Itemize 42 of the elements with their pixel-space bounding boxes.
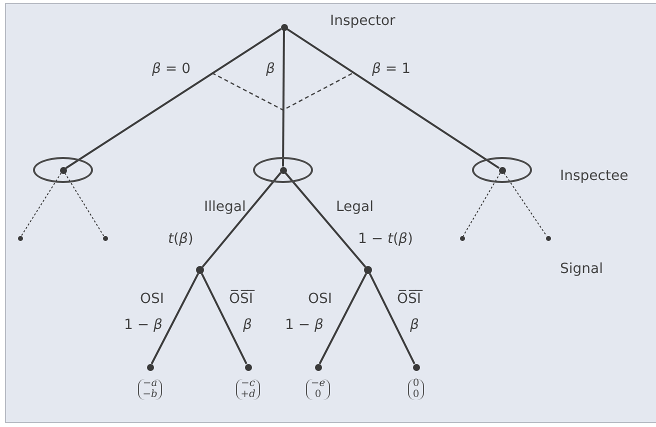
probability-label: Signal — [560, 262, 604, 278]
edge-label: Illegal — [204, 200, 246, 216]
player-label: Inspectee — [560, 169, 628, 184]
information-set-ellipse — [33, 157, 93, 183]
payoff-vector: −e 0 — [306, 379, 330, 400]
probability-label: β — [410, 318, 419, 334]
edge-label: β = 0 — [152, 62, 190, 78]
branch-line — [65, 28, 282, 169]
edge-label: β — [266, 62, 275, 78]
payoff-vector: 0 0 — [408, 379, 424, 400]
dotted-branch-line — [462, 172, 501, 236]
decision-node-dot — [102, 236, 108, 240]
branch-line — [282, 30, 285, 166]
branch-line — [200, 273, 248, 364]
edge-label: OSI — [308, 292, 332, 308]
decision-node-dot — [460, 236, 464, 240]
probability-label: 1 − β — [124, 318, 162, 334]
branch-line — [368, 273, 416, 364]
decision-node-dot — [546, 236, 550, 240]
dotted-branch-line — [503, 172, 548, 236]
branch-line — [318, 273, 368, 364]
dotted-branch-line — [20, 172, 62, 236]
edge-label: β = 1 — [372, 62, 410, 78]
probability-label: 1 − β — [285, 318, 324, 334]
edge-label: Legal — [336, 200, 374, 216]
edge-label: OSI — [140, 292, 164, 308]
branch-line — [202, 172, 282, 268]
branch-line — [284, 172, 366, 268]
edge-label: O̅S̅I̅ — [229, 292, 254, 308]
payoff-vector: −a −b — [138, 379, 162, 400]
information-set-ellipse — [472, 157, 532, 183]
dotted-branch-line — [64, 172, 104, 236]
decision-node-dot — [18, 236, 22, 240]
payoff-vector: −c +d — [236, 379, 260, 400]
probability-label: β — [243, 318, 252, 334]
information-set-ellipse — [253, 157, 313, 183]
player-label: Inspector — [330, 14, 396, 30]
branch-line — [286, 28, 500, 169]
branch-line — [150, 273, 200, 364]
probability-label: t(β) — [168, 232, 194, 248]
probability-label: 1 − t(β) — [358, 232, 413, 248]
edge-label: O̅S̅I̅ — [397, 292, 422, 308]
